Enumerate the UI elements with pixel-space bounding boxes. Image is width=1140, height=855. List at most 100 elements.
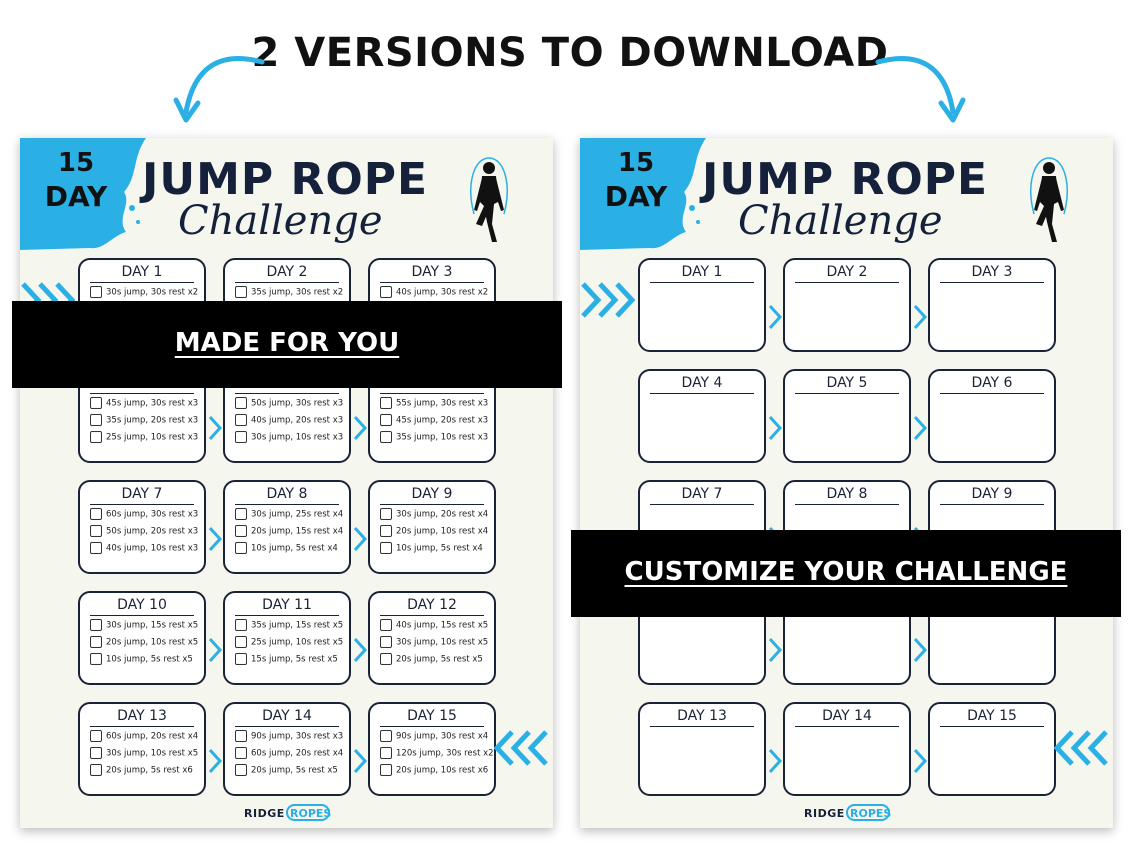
checkbox[interactable]: [235, 730, 247, 742]
customize-your-challenge-banner: CUSTOMIZE YOUR CHALLENGE: [571, 530, 1121, 617]
checkbox[interactable]: [380, 636, 392, 648]
exercise-item: 30s jump, 20s rest x4: [380, 508, 488, 521]
checkbox[interactable]: [380, 397, 392, 409]
exercise-item: 40s jump, 15s rest x5: [380, 619, 488, 632]
exercise-text: 15s jump, 5s rest x5: [251, 654, 338, 665]
curved-arrow-right-icon: [875, 56, 966, 123]
exercise-item: 40s jump, 20s rest x3: [235, 414, 343, 427]
day-card: DAY 1: [638, 258, 766, 352]
checkbox[interactable]: [90, 747, 102, 759]
jump-rope-person-icon: [1030, 157, 1068, 242]
checkbox[interactable]: [380, 764, 392, 776]
exercise-item: 40s jump, 10s rest x3: [90, 542, 198, 555]
sheet-title: JUMP ROPE: [702, 154, 989, 205]
exercise-text: 20s jump, 10s rest x5: [106, 637, 199, 648]
day-card: DAY 6: [928, 369, 1056, 463]
exercise-item: 35s jump, 30s rest x2: [235, 286, 343, 299]
exercise-item: 10s jump, 5s rest x5: [90, 653, 193, 666]
headline: 2 VERSIONS TO DOWNLOAD: [251, 30, 889, 76]
chevron-right-icon: [913, 415, 928, 441]
checkbox[interactable]: [380, 747, 392, 759]
exercise-text: 60s jump, 30s rest x3: [106, 509, 199, 520]
checkbox[interactable]: [235, 619, 247, 631]
chevron-right-icon: [768, 748, 783, 774]
checkbox[interactable]: [235, 636, 247, 648]
checkbox[interactable]: [235, 764, 247, 776]
day-card-title: DAY 7: [90, 485, 194, 505]
checkbox[interactable]: [90, 508, 102, 520]
exercise-item: 30s jump, 30s rest x2: [90, 286, 198, 299]
exercise-text: 30s jump, 10s rest x5: [396, 637, 489, 648]
exercise-text: 30s jump, 20s rest x4: [396, 509, 489, 520]
checkbox[interactable]: [235, 431, 247, 443]
checkbox[interactable]: [90, 653, 102, 665]
checkbox[interactable]: [90, 397, 102, 409]
day-card-title: DAY 7: [650, 485, 754, 505]
checkbox[interactable]: [235, 414, 247, 426]
exercise-text: 25s jump, 10s rest x3: [106, 432, 199, 443]
checkbox[interactable]: [90, 636, 102, 648]
checkbox[interactable]: [90, 730, 102, 742]
day-card-title: DAY 11: [235, 596, 339, 616]
checkbox[interactable]: [90, 619, 102, 631]
exercise-text: 30s jump, 25s rest x4: [251, 509, 344, 520]
checkbox[interactable]: [380, 619, 392, 631]
checkbox[interactable]: [380, 525, 392, 537]
day-card-title: DAY 2: [795, 263, 899, 283]
checkbox[interactable]: [235, 397, 247, 409]
checkbox[interactable]: [90, 431, 102, 443]
checkbox[interactable]: [90, 525, 102, 537]
checkbox[interactable]: [235, 525, 247, 537]
exercise-item: 10s jump, 5s rest x4: [380, 542, 483, 555]
exercise-text: 20s jump, 10s rest x4: [396, 526, 489, 537]
checkbox[interactable]: [380, 431, 392, 443]
checkbox[interactable]: [235, 286, 247, 298]
checkbox[interactable]: [90, 542, 102, 554]
checkbox[interactable]: [235, 653, 247, 665]
checkbox[interactable]: [380, 730, 392, 742]
day-card: DAY 11 35s jump, 15s rest x5 25s jump, 10s…: [223, 591, 351, 685]
checkbox[interactable]: [380, 414, 392, 426]
exercise-item: 20s jump, 5s rest x5: [235, 764, 338, 777]
checkbox[interactable]: [90, 764, 102, 776]
checkbox[interactable]: [235, 747, 247, 759]
chevron-right-icon: [913, 637, 928, 663]
exercise-text: 25s jump, 10s rest x5: [251, 637, 344, 648]
badge-word: DAY: [44, 180, 108, 213]
sheet-title: JUMP ROPE: [142, 154, 429, 205]
exercise-item: 60s jump, 20s rest x4: [90, 730, 198, 743]
exercise-text: 55s jump, 30s rest x3: [396, 398, 489, 409]
chevron-right-icon: [768, 637, 783, 663]
exercise-text: 20s jump, 15s rest x4: [251, 526, 344, 537]
checkbox[interactable]: [380, 653, 392, 665]
chevron-right-icon: [353, 526, 368, 552]
blue-paint-splash: [20, 138, 146, 250]
checkbox[interactable]: [235, 542, 247, 554]
checkbox[interactable]: [235, 508, 247, 520]
checkbox[interactable]: [90, 414, 102, 426]
checkbox[interactable]: [380, 286, 392, 298]
checkbox[interactable]: [90, 286, 102, 298]
exercise-text: 10s jump, 5s rest x5: [106, 654, 193, 665]
chevron-right-icon: [768, 415, 783, 441]
exercise-text: 60s jump, 20s rest x4: [251, 748, 344, 759]
sheet-subtitle: Challenge: [738, 198, 943, 244]
exercise-item: 10s jump, 5s rest x4: [235, 542, 338, 555]
day-card-title: DAY 2: [235, 263, 339, 283]
exercise-text: 35s jump, 15s rest x5: [251, 620, 344, 631]
curved-arrow-left-icon: [173, 56, 265, 123]
checkbox[interactable]: [380, 508, 392, 520]
chevron-right-icon: [768, 304, 783, 330]
chevron-right-icon: [208, 526, 223, 552]
day-card-title: DAY 8: [235, 485, 339, 505]
checkbox[interactable]: [380, 542, 392, 554]
exercise-text: 30s jump, 30s rest x2: [106, 287, 199, 298]
exercise-text: 35s jump, 10s rest x3: [396, 432, 489, 443]
day-card-title: DAY 10: [90, 596, 194, 616]
day-card-title: DAY 1: [90, 263, 194, 283]
day-card-title: DAY 15: [940, 707, 1044, 727]
